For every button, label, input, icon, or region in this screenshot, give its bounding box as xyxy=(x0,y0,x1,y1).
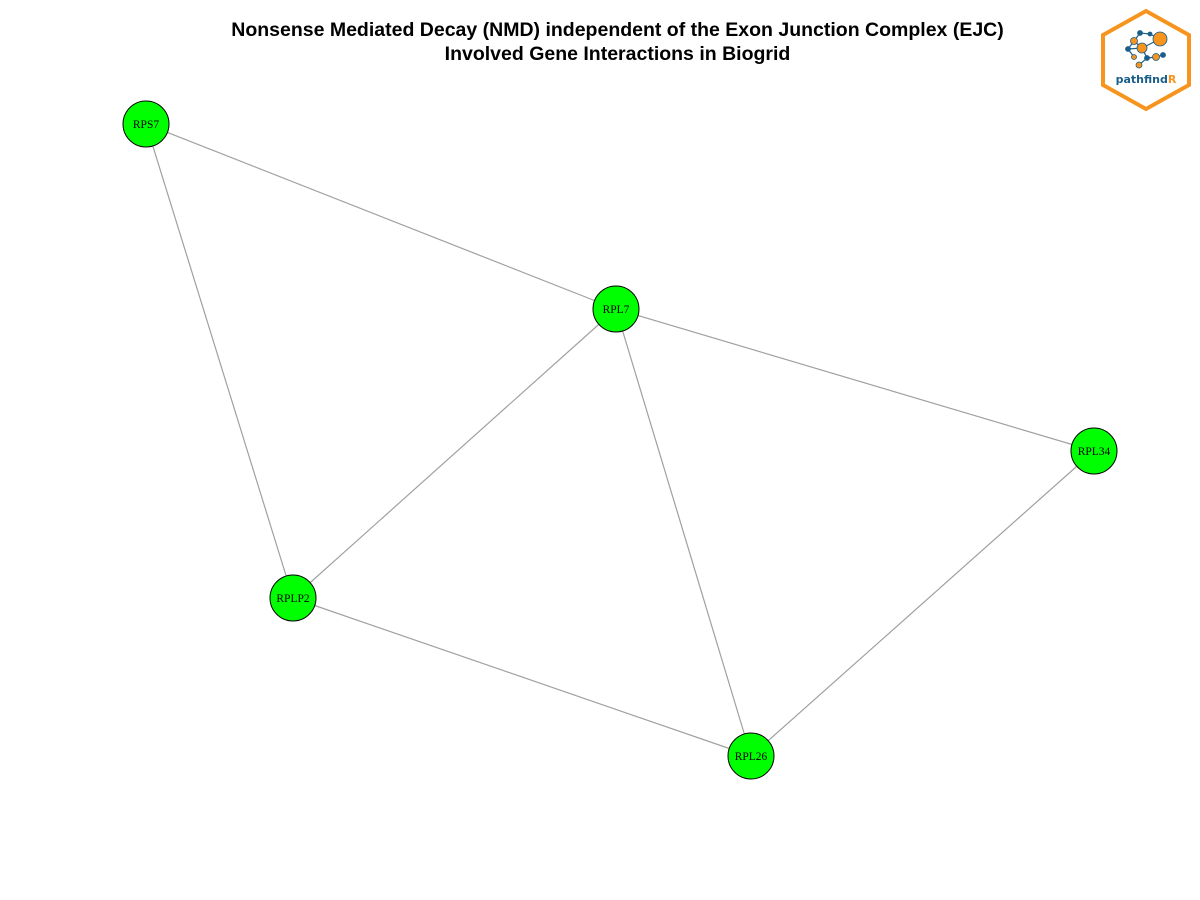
edge-rplp2-rpl26 xyxy=(292,597,752,757)
node-rpl34[interactable]: RPL34 xyxy=(1070,427,1118,475)
network-icon-nodes xyxy=(1125,30,1168,69)
node-label: RPL34 xyxy=(1078,446,1111,458)
node-rpl26[interactable]: RPL26 xyxy=(727,732,775,780)
logo-text-main: pathfind xyxy=(1116,73,1168,86)
logo-text: pathfindR xyxy=(1116,73,1177,86)
node-label: RPL26 xyxy=(735,751,768,763)
pathfindr-logo: pathfindR xyxy=(1101,8,1191,112)
edges-layer xyxy=(145,123,1095,757)
logo-text-accent: R xyxy=(1168,73,1177,86)
node-circle[interactable] xyxy=(269,574,317,622)
title-line-1: Nonsense Mediated Decay (NMD) independen… xyxy=(231,19,1004,41)
node-circle[interactable] xyxy=(727,732,775,780)
edge-rpl7-rplp2 xyxy=(292,308,617,599)
node-label: RPL7 xyxy=(603,304,630,316)
node-rpl7[interactable]: RPL7 xyxy=(592,285,640,333)
edge-rpl34-rpl26 xyxy=(750,450,1095,757)
edge-rpl7-rpl26 xyxy=(615,308,752,757)
node-rplp2[interactable]: RPLP2 xyxy=(269,574,317,622)
node-circle[interactable] xyxy=(592,285,640,333)
chart-title: Nonsense Mediated Decay (NMD) independen… xyxy=(0,18,1200,66)
node-circle[interactable] xyxy=(122,100,170,148)
node-label: RPS7 xyxy=(133,119,159,131)
node-circle[interactable] xyxy=(1070,427,1118,475)
edge-rps7-rpl7 xyxy=(145,123,617,310)
edge-rps7-rplp2 xyxy=(145,123,294,599)
edge-rpl7-rpl34 xyxy=(615,308,1095,452)
node-label: RPLP2 xyxy=(276,593,309,605)
title-line-2: Involved Gene Interactions in Biogrid xyxy=(444,43,791,65)
node-rps7[interactable]: RPS7 xyxy=(122,100,170,148)
